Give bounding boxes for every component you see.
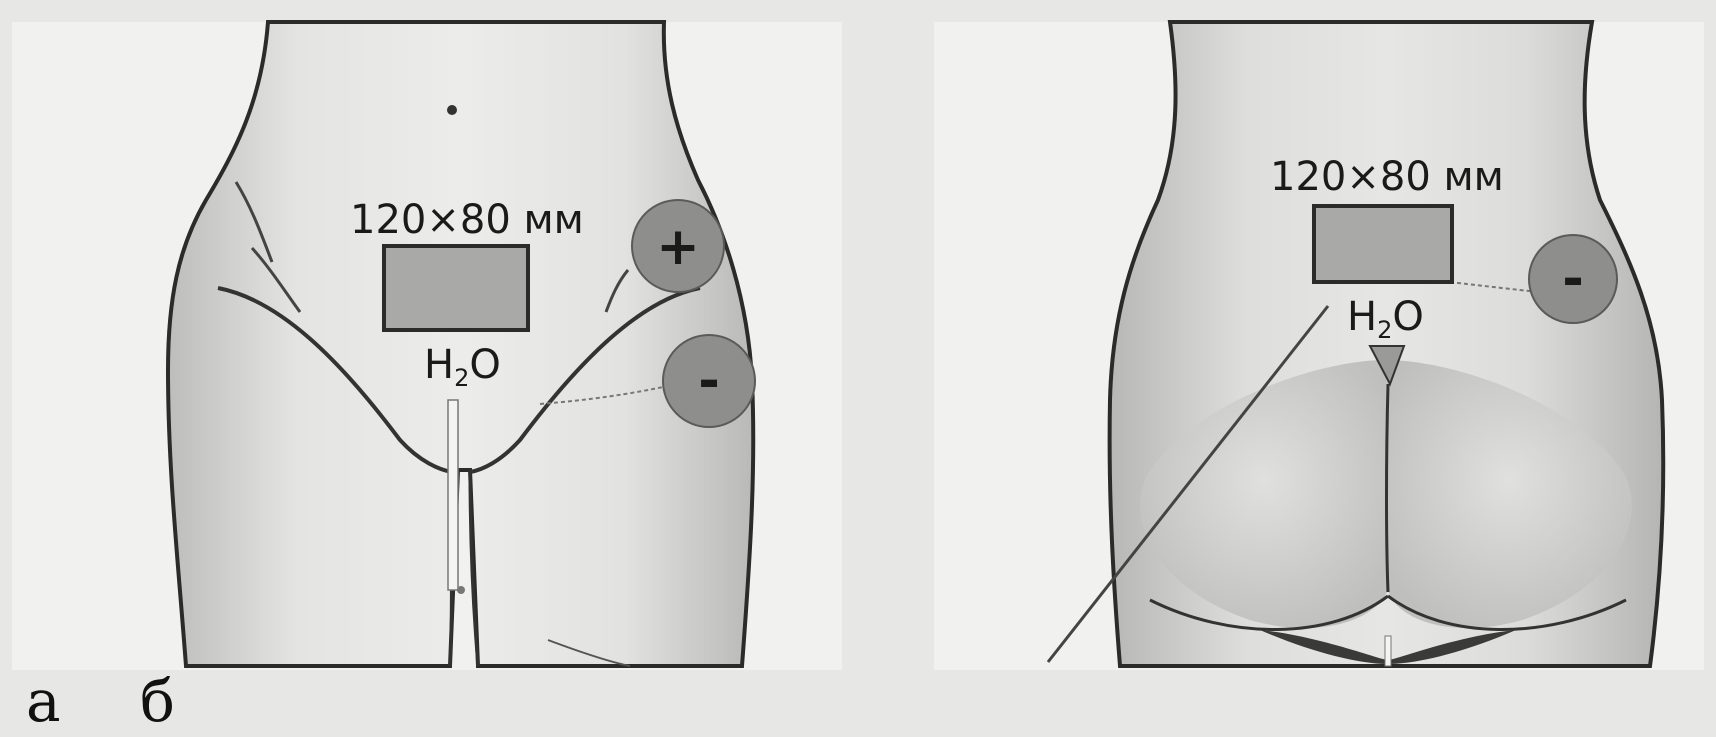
catheter-tip [457,586,465,594]
pad-size-label-back: 120×80 мм [1270,154,1504,200]
electrode-negative-front: - [663,335,755,427]
electrode-negative-back: - [1529,235,1617,323]
electrode-sign-positive: + [656,217,700,277]
catheter-tube [448,400,458,590]
navel-mark [447,105,457,115]
caption-b: б [140,672,175,730]
electrode-positive-front: + [632,200,724,292]
electrode-sign-negative-front: - [698,351,720,411]
electrode-sign-negative-back: - [1562,249,1584,309]
active-pad-front [384,246,528,330]
gluteal-cleft [1387,384,1389,592]
catheter-tube-back [1385,636,1391,666]
panel-front: 120×80 мм H2O + - [12,22,842,670]
pad-size-label-front: 120×80 мм [350,197,584,243]
caption-a: а [26,672,61,730]
panel-back: 120×80 мм H2O - [934,22,1704,670]
active-pad-back [1314,206,1452,282]
